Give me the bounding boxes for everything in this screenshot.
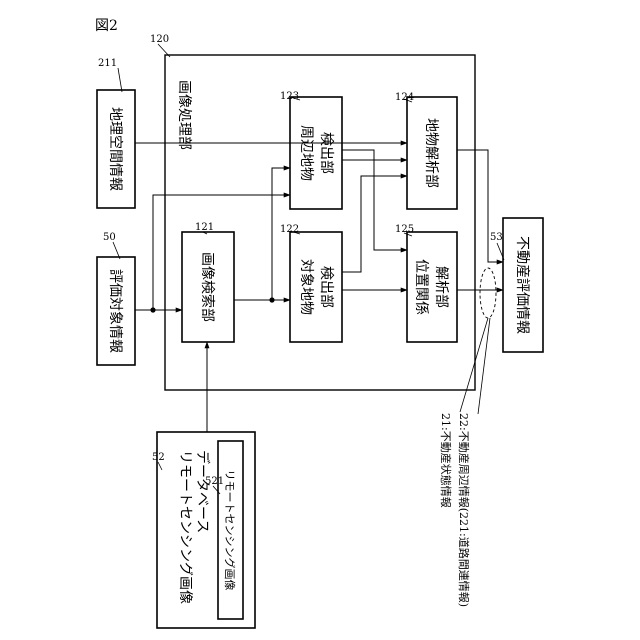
output-group-ellipse [480,268,496,318]
surrounding-feature-label-1: 周辺地物 [298,125,314,181]
ref-521: 521 [205,476,224,487]
legend-line-22: 22:不動産周辺情報(221:道路間連情報) [457,413,471,607]
ref-120: 120 [150,34,169,45]
leader-120 [158,44,170,57]
target-feature-label-2: 検出部 [318,266,334,308]
figure-label: 図2 [95,18,118,34]
feature-analysis-label: 地物解析部 [423,118,439,188]
database-label-2: データベース [194,450,211,533]
ref-123: 123 [280,91,299,102]
ref-53: 53 [490,232,503,243]
legend-line-21: 21:不動産状態情報 [439,413,453,508]
realestate-eval-label: 不動産評価情報 [514,236,530,334]
image-processing-label: 画像処理部 [176,80,192,150]
target-feature-label-1: 対象地物 [298,259,314,315]
ref-121: 121 [195,222,214,233]
geo-info-label: 地理空間情報 [107,107,123,191]
image-search-label: 画像検索部 [199,252,216,322]
surrounding-feature-label-2: 検出部 [318,132,334,174]
remote-image-label: リモートセンシング画像 [223,470,237,591]
ref-52: 52 [152,452,165,463]
database-label-1: リモートセンシング画像 [177,450,193,604]
eval-target-label: 評価対象情報 [107,269,123,353]
position-analysis-label-1: 位置関係 [413,259,429,315]
ref-122: 122 [280,224,299,235]
ref-50: 50 [103,232,116,243]
leader-211 [118,68,122,92]
ref-211: 211 [98,58,117,69]
position-analysis-label-2: 解析部 [433,266,449,308]
